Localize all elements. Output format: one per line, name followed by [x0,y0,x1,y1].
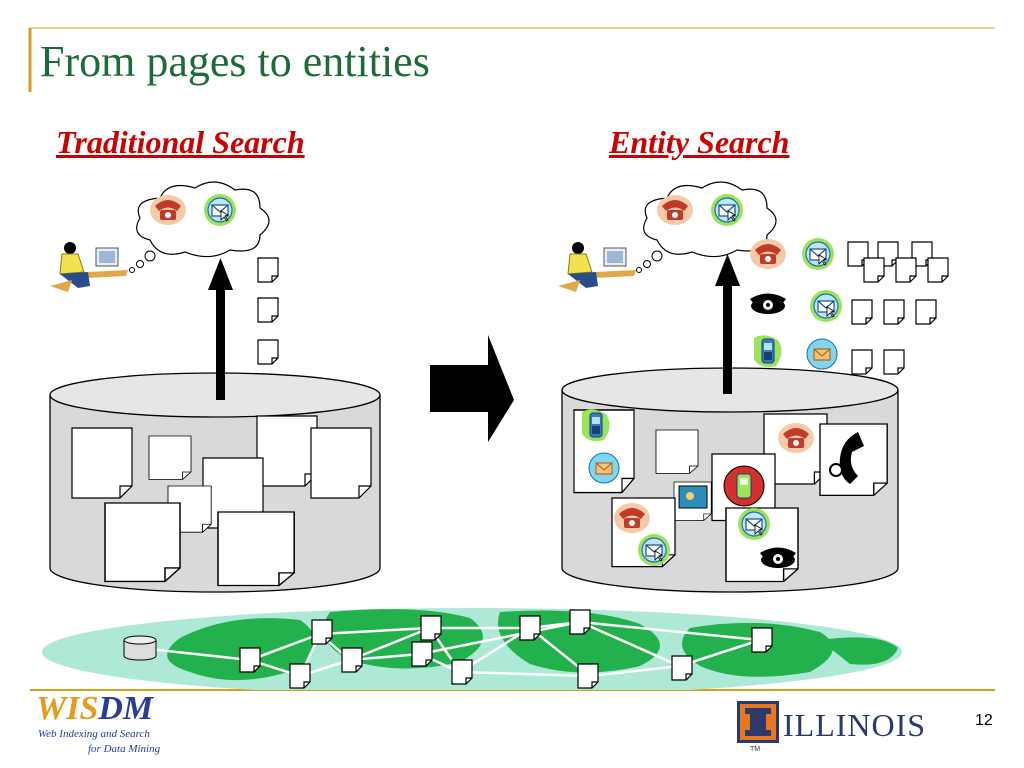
document-icon [655,429,699,474]
rotary-phone-icon [750,293,786,314]
result-documents [851,299,937,325]
document-icon [851,349,873,375]
document-icon [927,257,949,283]
document-icon [257,339,279,365]
document-icon [257,297,279,323]
document-icon [863,257,885,283]
result-documents [851,349,905,375]
document-icon [341,647,363,673]
page-number: 12 [975,712,993,729]
logo-part1: WIS [36,690,99,727]
document-icon [257,257,279,283]
user-at-computer-icon [557,241,637,293]
thought-bubble-icon [129,181,270,273]
logo-subtitle-line1: Web Indexing and Search [38,728,150,740]
document-icon [411,641,433,667]
telephone-icon [778,423,814,453]
document-icon [883,299,905,325]
document-icon [577,663,599,689]
wisdm-logo: WISDM [36,692,153,726]
result-documents [257,257,279,365]
arrow-right-icon [430,335,514,442]
result-documents [847,241,949,283]
document-icon [71,427,133,499]
telephone-icon [750,239,786,269]
document-icon [569,609,591,635]
slide-title: From pages to entities [40,37,430,86]
document-icon [451,659,473,685]
document-icon [420,615,442,641]
document-icon [311,619,333,645]
logo-part2: DM [98,690,154,727]
diagram-canvas [42,181,949,690]
document-icon [239,647,261,673]
document-icon [104,502,181,583]
rotary-phone-icon [829,432,864,484]
thought-bubble-icon [636,181,777,273]
document-icon [310,427,372,499]
document-icon [217,511,295,587]
address-card-icon [678,485,708,509]
document-icon [148,435,192,480]
logo-subtitle-line2: for Data Mining [88,743,161,755]
email-icon [203,193,237,227]
entity-search-heading: Entity Search [609,124,790,160]
telephone-icon [657,195,693,225]
user-at-computer-icon [49,241,129,293]
document-icon [915,299,937,325]
cell-phone-icon [723,465,765,507]
document-icon [895,257,917,283]
database-entity-documents [573,408,888,583]
document-icon [751,627,773,653]
web-pages [123,609,773,689]
trademark-mark: TM [750,746,761,753]
document-icon [289,663,311,689]
database-icon [123,635,157,661]
email-icon [801,237,835,271]
illinois-logo-icon [737,701,779,743]
document-icon [519,615,541,641]
university-name: ILLINOIS [783,707,927,743]
email-icon [588,452,620,484]
email-icon [809,289,843,323]
document-icon [851,299,873,325]
arrow-up-icon [208,258,233,400]
email-icon [737,507,771,541]
cell-phone-icon [581,408,611,442]
arrow-up-icon [715,254,740,394]
traditional-search-heading: Traditional Search [56,124,305,160]
email-icon [637,533,671,567]
document-icon [883,349,905,375]
email-icon [710,193,744,227]
email-icon [806,338,838,370]
cell-phone-icon [753,334,783,368]
document-icon [671,655,693,681]
telephone-icon [150,195,186,225]
telephone-icon [614,503,650,533]
rotary-phone-icon [760,547,796,568]
document-icon [256,415,318,487]
